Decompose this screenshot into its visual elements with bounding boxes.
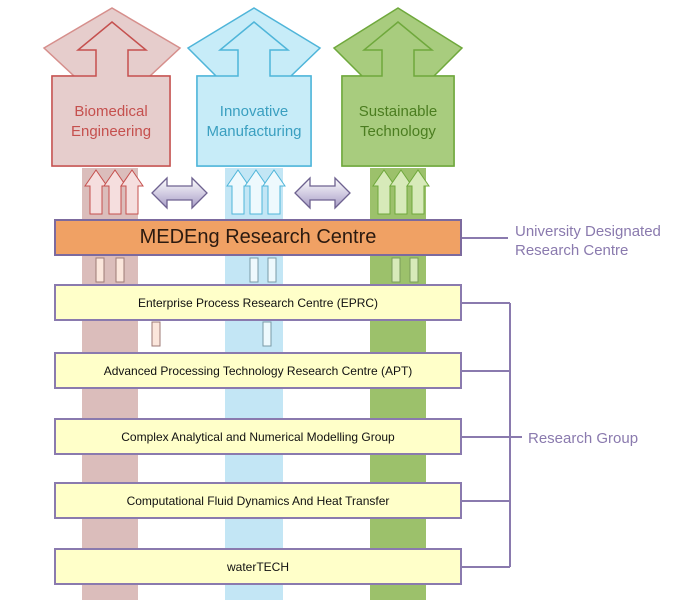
designated-centre-label: University Designated Research Centre xyxy=(515,223,661,259)
theme-label-sustainable: Sustainable Technology xyxy=(358,103,438,140)
research-group-label: Complex Analytical and Numerical Modelli… xyxy=(121,429,395,444)
theme-label-manufacturing: Innovative Manufacturing xyxy=(206,103,302,140)
research-group-label: Advanced Processing Technology Research … xyxy=(103,363,413,378)
bio-inner-arrow-icon xyxy=(51,21,171,167)
research-group-label: Computational Fluid Dynamics And Heat Tr… xyxy=(126,493,390,508)
research-group-label: waterTECH xyxy=(226,559,289,574)
inn-small-arrows xyxy=(226,169,286,347)
research-group-box: waterTECH xyxy=(54,548,462,585)
bio-small-arrows xyxy=(84,169,161,347)
inn-inner-arrow-icon xyxy=(196,21,312,167)
research-group-label: Enterprise Process Research Centre (EPRC… xyxy=(137,295,379,310)
sus-small-arrows xyxy=(372,169,430,283)
research-centre-box: MEDEng Research Centre xyxy=(54,219,462,256)
research-centre-label: MEDEng Research Centre xyxy=(139,226,377,248)
theme-label-biomedical: Biomedical Engineering xyxy=(70,103,152,140)
sus-inner-arrow-icon xyxy=(341,21,455,167)
research-group-box: Advanced Processing Technology Research … xyxy=(54,352,462,389)
research-group-bracket xyxy=(462,302,522,568)
research-group-box: Complex Analytical and Numerical Modelli… xyxy=(54,418,462,455)
research-group-box: Computational Fluid Dynamics And Heat Tr… xyxy=(54,482,462,519)
research-group-box: Enterprise Process Research Centre (EPRC… xyxy=(54,284,462,321)
double-arrow-icon-right xyxy=(294,176,351,210)
double-arrow-icon-left xyxy=(151,176,208,210)
research-group-side-label: Research Group xyxy=(528,430,639,447)
